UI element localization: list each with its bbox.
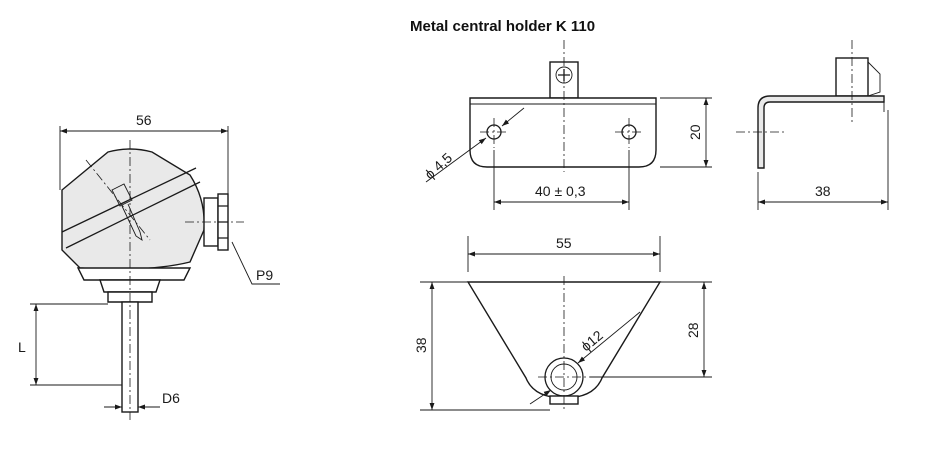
drawing-title: Metal central holder K 110 — [410, 18, 595, 35]
dim-length: L — [18, 339, 26, 355]
dim-head-width: 56 — [136, 112, 152, 128]
connection-head-view: 56 P9 L D6 — [18, 112, 280, 420]
holder-side-view: 38 — [736, 40, 889, 210]
dim-p9: P9 — [256, 267, 273, 283]
dim-hole-dia: ϕ 4,5 — [421, 149, 455, 182]
dim-bottom-width: 55 — [556, 235, 572, 251]
dim-spacing: 40 ± 0,3 — [535, 183, 586, 199]
dim-height-20: 20 — [687, 124, 703, 140]
dim-height-28: 28 — [685, 322, 701, 338]
dim-side-width: 38 — [815, 183, 831, 199]
dim-bottom-height: 38 — [413, 337, 429, 353]
dim-d6: D6 — [162, 390, 180, 406]
holder-bottom-view: 55 38 28 ϕ12 — [413, 235, 712, 412]
holder-front-view: ϕ 4,5 20 40 ± 0,3 — [421, 40, 712, 210]
